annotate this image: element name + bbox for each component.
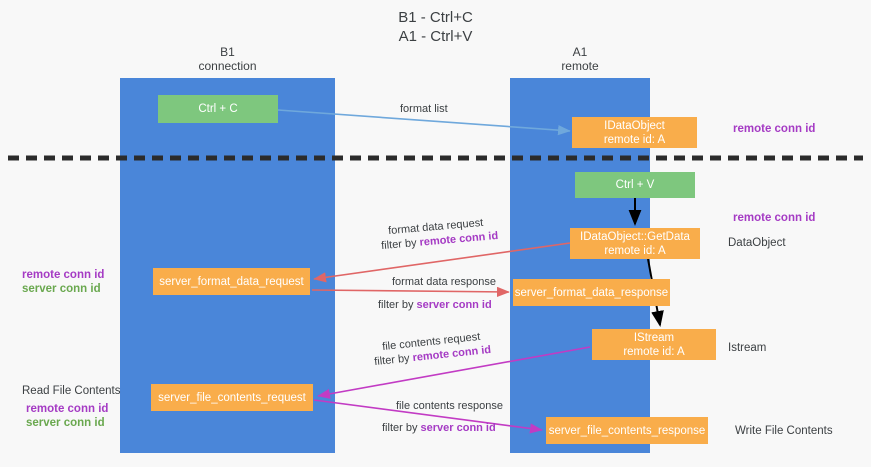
- box-server-file-contents-request[interactable]: server_file_contents_request: [151, 384, 313, 411]
- box-ctrl-c-label: Ctrl + C: [198, 103, 238, 115]
- label-read-file-contents: Read File Contents: [22, 385, 121, 397]
- box-ctrl-c[interactable]: Ctrl + C: [158, 95, 278, 123]
- lane-header-a1-name: A1: [572, 45, 588, 59]
- filter-by-key-server-2: server conn id: [420, 422, 496, 434]
- box-idataobject-line2: remote id: A: [603, 133, 666, 146]
- label-remote-conn-id-mid: remote conn id: [733, 212, 816, 224]
- box-server-format-data-response[interactable]: server_format_data_response: [513, 279, 670, 306]
- label-dataobject: DataObject: [728, 237, 786, 249]
- label-remote-conn-id-a: remote conn id: [22, 269, 105, 281]
- edge-label-format-list: format list: [400, 103, 448, 115]
- box-getdata-line2: remote id: A: [604, 244, 666, 257]
- label-server-conn-id-a: server conn id: [22, 283, 101, 295]
- label-remote-conn-id-top: remote conn id: [733, 123, 816, 135]
- box-ctrl-v-label: Ctrl + V: [615, 179, 655, 191]
- lane-header-b1-role: connection: [198, 59, 257, 73]
- edge-label-format-data-response: format data response: [392, 276, 496, 288]
- label-remote-conn-id-b: remote conn id: [26, 403, 109, 415]
- label-write-file-contents: Write File Contents: [735, 425, 833, 437]
- edge-label-filter-by-server-2: filter by server conn id: [382, 421, 496, 435]
- box-istream-line2: remote id: A: [623, 345, 685, 358]
- filter-by-prefix-1: filter by: [380, 236, 421, 253]
- filter-by-prefix-4: filter by: [382, 422, 421, 434]
- lane-header-b1-name: B1: [220, 45, 235, 59]
- filter-by-key-server-1: server conn id: [416, 299, 492, 311]
- edge-label-file-contents-response: file contents response: [396, 400, 504, 412]
- box-idataobject-getdata[interactable]: IDataObject::GetData remote id: A: [570, 228, 700, 259]
- box-istream[interactable]: IStream remote id: A: [592, 329, 716, 360]
- box-istream-line1: IStream: [633, 331, 675, 344]
- label-server-conn-id-b: server conn id: [26, 417, 105, 429]
- box-ctrl-v[interactable]: Ctrl + V: [575, 172, 695, 198]
- connector-format-data-response: [311, 286, 510, 297]
- lane-header-a1: A1 remote: [510, 45, 650, 73]
- label-left-conn-ids-bottom: remote conn id server conn id: [26, 402, 108, 430]
- filter-by-prefix-2: filter by: [378, 299, 417, 311]
- box-server-file-contents-request-label: server_file_contents_request: [158, 391, 306, 404]
- diagram-title: B1 - Ctrl+C A1 - Ctrl+V: [0, 8, 871, 46]
- label-istream: Istream: [728, 342, 767, 354]
- box-getdata-line1: IDataObject::GetData: [580, 230, 690, 243]
- filter-by-prefix-3: filter by: [373, 352, 414, 369]
- lane-header-b1: B1 connection: [120, 45, 335, 73]
- box-server-format-data-request[interactable]: server_format_data_request: [153, 268, 310, 295]
- box-server-format-data-request-label: server_format_data_request: [159, 275, 304, 288]
- box-server-file-contents-response[interactable]: server_file_contents_response: [546, 417, 708, 444]
- title-line-2: A1 - Ctrl+V: [398, 28, 473, 45]
- box-server-format-data-response-label: server_format_data_response: [514, 286, 669, 299]
- edge-label-filter-by-server-1: filter by server conn id: [378, 298, 492, 312]
- title-line-1: B1 - Ctrl+C: [398, 9, 473, 26]
- box-idataobject-line1: IDataObject: [604, 119, 665, 132]
- box-idataobject[interactable]: IDataObject remote id: A: [572, 117, 697, 148]
- label-left-conn-ids-top: remote conn id server conn id: [22, 268, 104, 296]
- lane-header-a1-role: remote: [561, 59, 599, 73]
- box-server-file-contents-response-label: server_file_contents_response: [548, 424, 706, 437]
